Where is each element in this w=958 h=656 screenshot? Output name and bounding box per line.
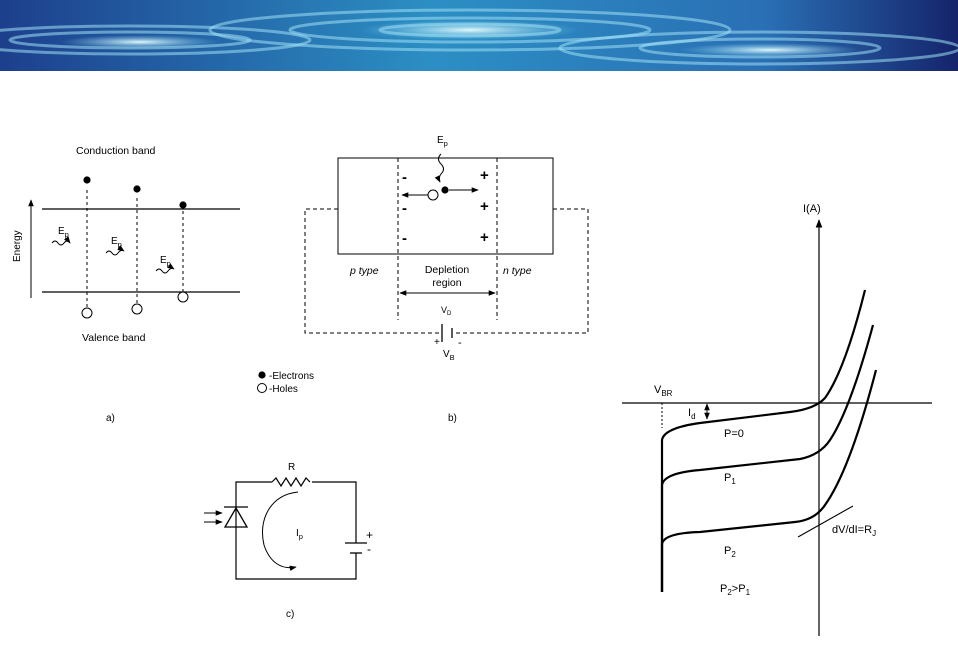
panel-c-photodiode-circuit: R + - Ip c) [204,462,373,620]
current-axis-label: I(A) [803,203,821,215]
photon-1: Ep [51,226,71,246]
battery-plus: + [434,337,440,348]
vd-label: VD [441,305,452,317]
power-comparison-label: P2>P1 [720,583,751,597]
svg-text:Ep: Ep [58,226,69,239]
iv-curve-p1 [660,324,875,592]
depletion-label-line2: region [432,277,461,289]
banner-ripple-image [0,0,958,71]
positive-charge: + [480,198,489,215]
curve-label-p0: P=0 [724,428,744,440]
positive-charge: + [480,167,489,184]
curve-label-p1: P1 [724,472,736,486]
svg-text:Ep: Ep [111,236,122,249]
resistor-label: R [288,462,295,473]
battery-minus: - [367,542,371,556]
panel-b-caption: b) [448,413,457,424]
hole-circle [427,189,439,201]
legend-hole-circle [257,383,267,393]
p-type-label: p type [349,265,379,277]
panel-c-caption: c) [286,609,294,620]
n-type-label: n type [503,265,532,277]
positive-charge: + [480,229,489,246]
iv-curve-p2 [660,369,878,592]
negative-charge: - [402,230,407,247]
breakdown-voltage-label: VBR [654,384,673,398]
photon-2: Ep [105,236,125,256]
panel-iv-characteristics: I(A) VBR Id P=0 P1 P2 dV/dI=RJ P2>P1 [622,203,932,636]
battery-plus: + [366,528,373,542]
resistor-symbol [271,476,311,488]
valence-band-label: Valence band [82,332,146,344]
photodiode-triangle [223,506,249,528]
electron-dot [133,185,141,193]
photon-arrow [434,153,444,183]
negative-charge: - [402,169,407,186]
circuit-wire [235,481,357,580]
current-loop-arrow [262,491,299,572]
panel-b-pn-junction: - - - + + + Ep p type n type Depletion r… [257,135,589,424]
photon-label: Ep [437,135,448,148]
svg-text:Ep: Ep [160,255,171,268]
junction-block [337,157,554,255]
vb-label: VB [443,349,455,362]
electron-dot [83,176,91,184]
conduction-band-label: Conduction band [76,145,156,157]
legend-electron-dot [258,371,266,379]
battery-minus: - [458,337,462,349]
energy-axis-label: Energy [12,230,23,262]
electron-dot [441,186,449,194]
electron-dot [179,201,187,209]
hole-circle [81,307,93,319]
legend-electrons: -Electrons [269,371,314,382]
slope-tangent-line [797,505,854,538]
panel-a-caption: a) [106,413,115,424]
hole-circle [177,291,189,303]
depletion-label-line1: Depletion [425,264,470,276]
bias-circuit-wire [304,208,589,334]
panel-a-band-diagram: Conduction band Valence band Energy Ep [12,145,240,424]
current-label: Ip [296,528,303,541]
iv-curve-p0 [660,289,867,592]
curve-label-p2: P2 [724,545,736,559]
slope-label: dV/dI=RJ [832,524,876,538]
hole-circle [131,303,143,315]
photon-3: Ep [155,255,175,274]
dark-current-label: Id [688,407,696,421]
negative-charge: - [402,200,407,217]
legend-holes: -Holes [269,384,298,395]
